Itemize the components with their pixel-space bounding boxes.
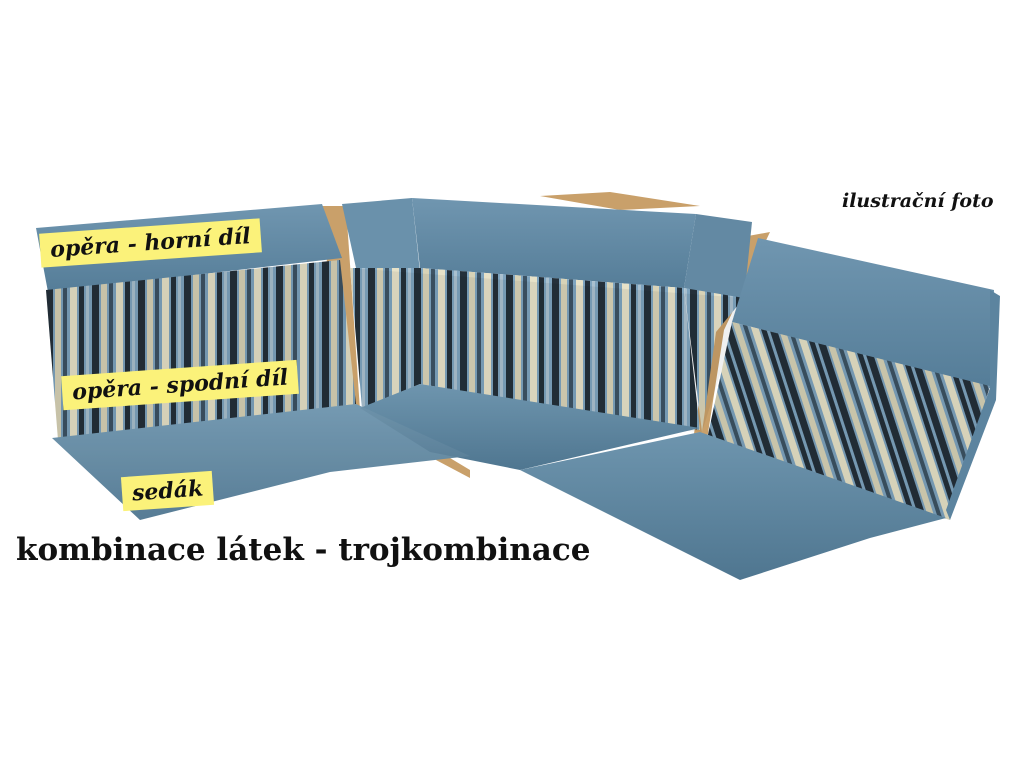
right-fabric-edge [946, 290, 1000, 520]
label-seat: sedák [120, 470, 215, 512]
right-backrest [706, 238, 994, 520]
illustrative-photo-note: ilustrační foto [842, 190, 994, 212]
fabric-combination-caption: kombinace látek - trojkombinace [16, 532, 591, 568]
